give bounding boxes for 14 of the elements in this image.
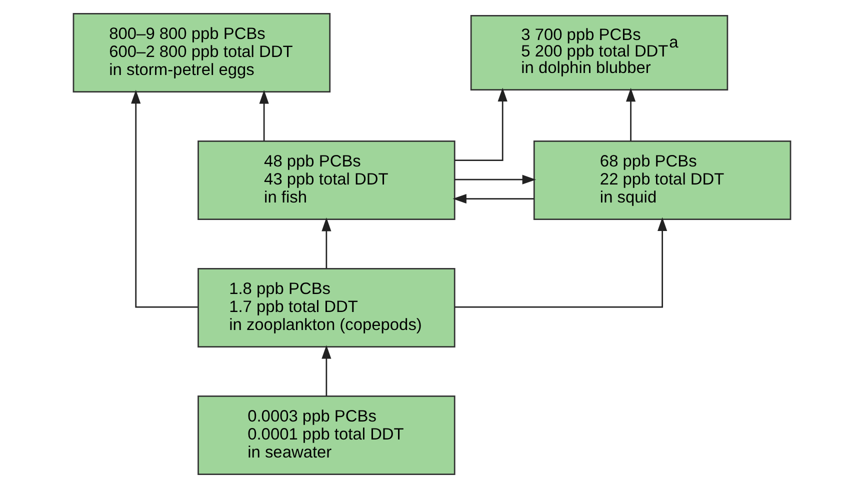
arrow [130, 90, 198, 308]
node-box: 1.8 ppb PCBs 1.7 ppb total DDT in zooplankton (copepods) [197, 268, 455, 348]
arrow [454, 174, 536, 184]
node-box: 48 ppb PCBs 43 ppb total DDT in fish [197, 140, 455, 220]
arrow [321, 218, 331, 268]
arrow [454, 217, 667, 308]
node-box: 68 ppb PCBs 22 ppb total DDT in squid [532, 140, 791, 220]
node-box: 0.0003 ppb PCBs 0.0001 ppb total DDT in seawater [197, 396, 455, 476]
arrow [258, 90, 268, 141]
arrow [454, 88, 507, 162]
arrow [452, 194, 534, 204]
arrow [625, 88, 636, 141]
arrow [321, 345, 331, 396]
node-box: 800–9 800 ppb PCBs 600–2 800 ppb total DDT in storm-petrel eggs [72, 12, 330, 92]
